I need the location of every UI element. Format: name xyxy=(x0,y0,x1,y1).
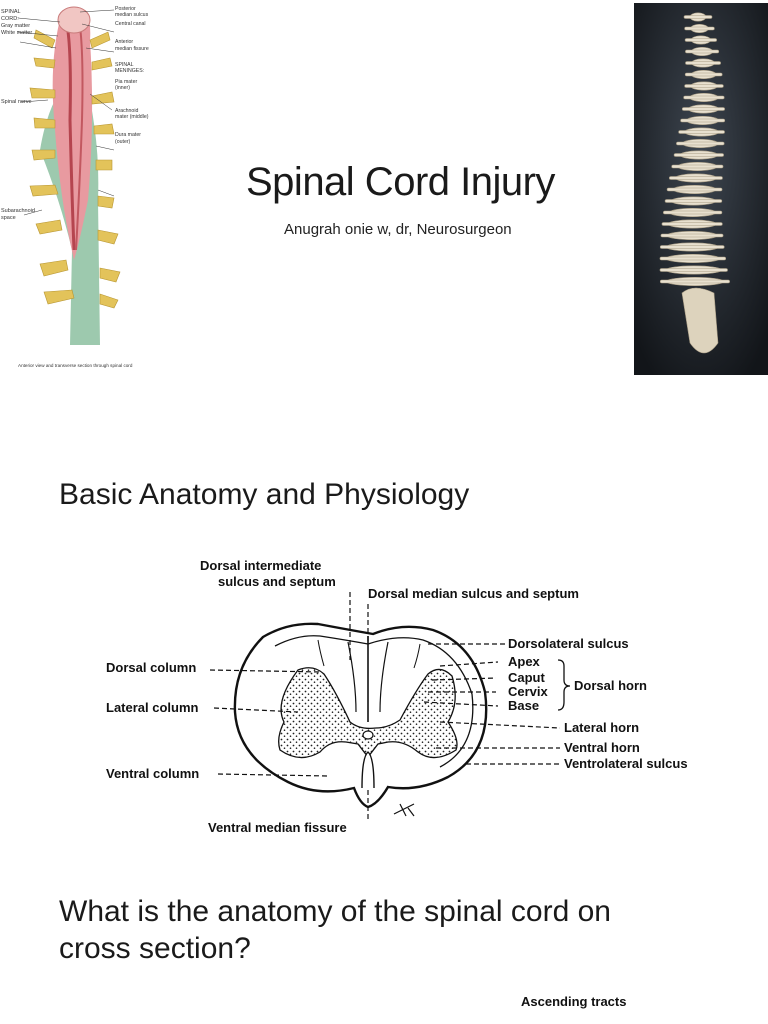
anatomy-caption: Anterior view and transverse section thr… xyxy=(18,363,133,368)
vertebra-process xyxy=(683,95,725,100)
label-central-canal: Central canal xyxy=(115,20,146,27)
label-apex: Apex xyxy=(508,654,541,669)
label-dorsal-median-sulcus: Dorsal median sulcus and septum xyxy=(368,586,579,601)
vertebra-process xyxy=(683,15,713,19)
label-lateral-column: Lateral column xyxy=(106,700,199,715)
vertebra-process xyxy=(684,84,724,88)
label-dorsal-intermediate: Dorsal intermediate xyxy=(200,558,321,573)
label-gray-matter: Gray matter xyxy=(1,23,31,29)
vertebra-process xyxy=(666,187,723,192)
slide-subtitle: Anugrah onie w, dr, Neurosurgeon xyxy=(284,221,512,238)
label-subarachnoid-space: Subarachnoid space xyxy=(1,208,35,221)
label-anterior-median-fissure: Anterior median fissure xyxy=(115,39,149,52)
label-posterior-median-sulcus: Posterior median sulcus xyxy=(115,6,149,19)
title-slide: SPINAL CORD: Gray matter White matter Sp… xyxy=(0,0,768,380)
label-arachnoid-mater: Arachnoid mater (middle) xyxy=(115,107,149,121)
vertebra-process xyxy=(684,26,715,31)
anatomy-left-labels: SPINAL CORD: Gray matter White matter xyxy=(1,9,36,37)
label-ventral-median-fissure: Ventral median fissure xyxy=(208,820,347,835)
gray-matter xyxy=(278,667,458,759)
vertebra-process xyxy=(664,199,723,203)
label-dorsal-horn: Dorsal horn xyxy=(574,678,647,693)
vertebra-process xyxy=(659,279,730,284)
vertebra-process xyxy=(659,245,725,249)
label-spinal-meninges: SPINAL MENINGES: xyxy=(115,62,145,75)
spinal-cord-cross-section-diagram: Dorsal intermediate sulcus and septum Do… xyxy=(106,558,688,835)
vertebra-process xyxy=(659,268,728,272)
label-lateral-horn: Lateral horn xyxy=(564,720,639,735)
vertebra-process xyxy=(684,72,723,77)
label-caput: Caput xyxy=(508,670,546,685)
vertebra-process xyxy=(661,222,723,226)
vertebra-process xyxy=(668,176,723,180)
central-canal xyxy=(362,730,374,740)
vertebra-process xyxy=(671,164,724,169)
anatomy-slide: Basic Anatomy and Physiology xyxy=(0,430,768,850)
spine-3d-image xyxy=(634,3,768,375)
label-ventrolateral-sulcus: Ventrolateral sulcus xyxy=(564,756,688,771)
vertebra-process xyxy=(685,49,720,54)
vertebra-process xyxy=(678,130,725,134)
vertebra-process xyxy=(660,233,724,238)
slide-title-line-1: What is the anatomy of the spinal cord o… xyxy=(59,895,611,928)
vertebra-process xyxy=(680,118,726,123)
anatomy-right-labels: Posterior median sulcus Central canal An… xyxy=(115,6,151,145)
label-dorsolateral-sulcus: Dorsolateral sulcus xyxy=(508,636,629,651)
vertebra-process xyxy=(673,153,724,157)
label-spinal-nerve: Spinal nerve xyxy=(1,99,32,105)
vertebra-process xyxy=(676,141,725,146)
slide-title: What is the anatomy of the spinal cord o… xyxy=(59,893,749,967)
ascending-tracts-label: Ascending tracts xyxy=(521,994,627,1009)
vertebra-process xyxy=(663,210,723,215)
vertebra-process xyxy=(659,256,727,261)
label-cervix: Cervix xyxy=(508,684,549,699)
label-ventral-column: Ventral column xyxy=(106,766,199,781)
slide-title: Basic Anatomy and Physiology xyxy=(59,478,470,511)
label-dura-mater: Dura mater (outer) xyxy=(115,132,141,145)
vertebra-process xyxy=(685,61,721,65)
vertebra-process xyxy=(684,38,717,42)
vertebra-process xyxy=(681,107,725,111)
label-dorsal-column: Dorsal column xyxy=(106,660,196,675)
label-sulcus-and-septum: sulcus and septum xyxy=(218,574,336,589)
label-white-matter: White matter xyxy=(1,30,33,36)
label-spinal-cord: SPINAL CORD: xyxy=(1,9,21,22)
question-slide: What is the anatomy of the spinal cord o… xyxy=(0,870,768,1024)
slide-title-line-2: cross section? xyxy=(59,932,251,965)
spinal-cord-anatomy-illustration xyxy=(0,0,150,376)
label-base: Base xyxy=(508,698,539,713)
label-pia-mater: Pia mater (inner) xyxy=(115,78,138,92)
slide-title: Spinal Cord Injury xyxy=(246,160,555,204)
cord-outline xyxy=(233,622,488,809)
label-ventral-horn: Ventral horn xyxy=(564,740,640,755)
